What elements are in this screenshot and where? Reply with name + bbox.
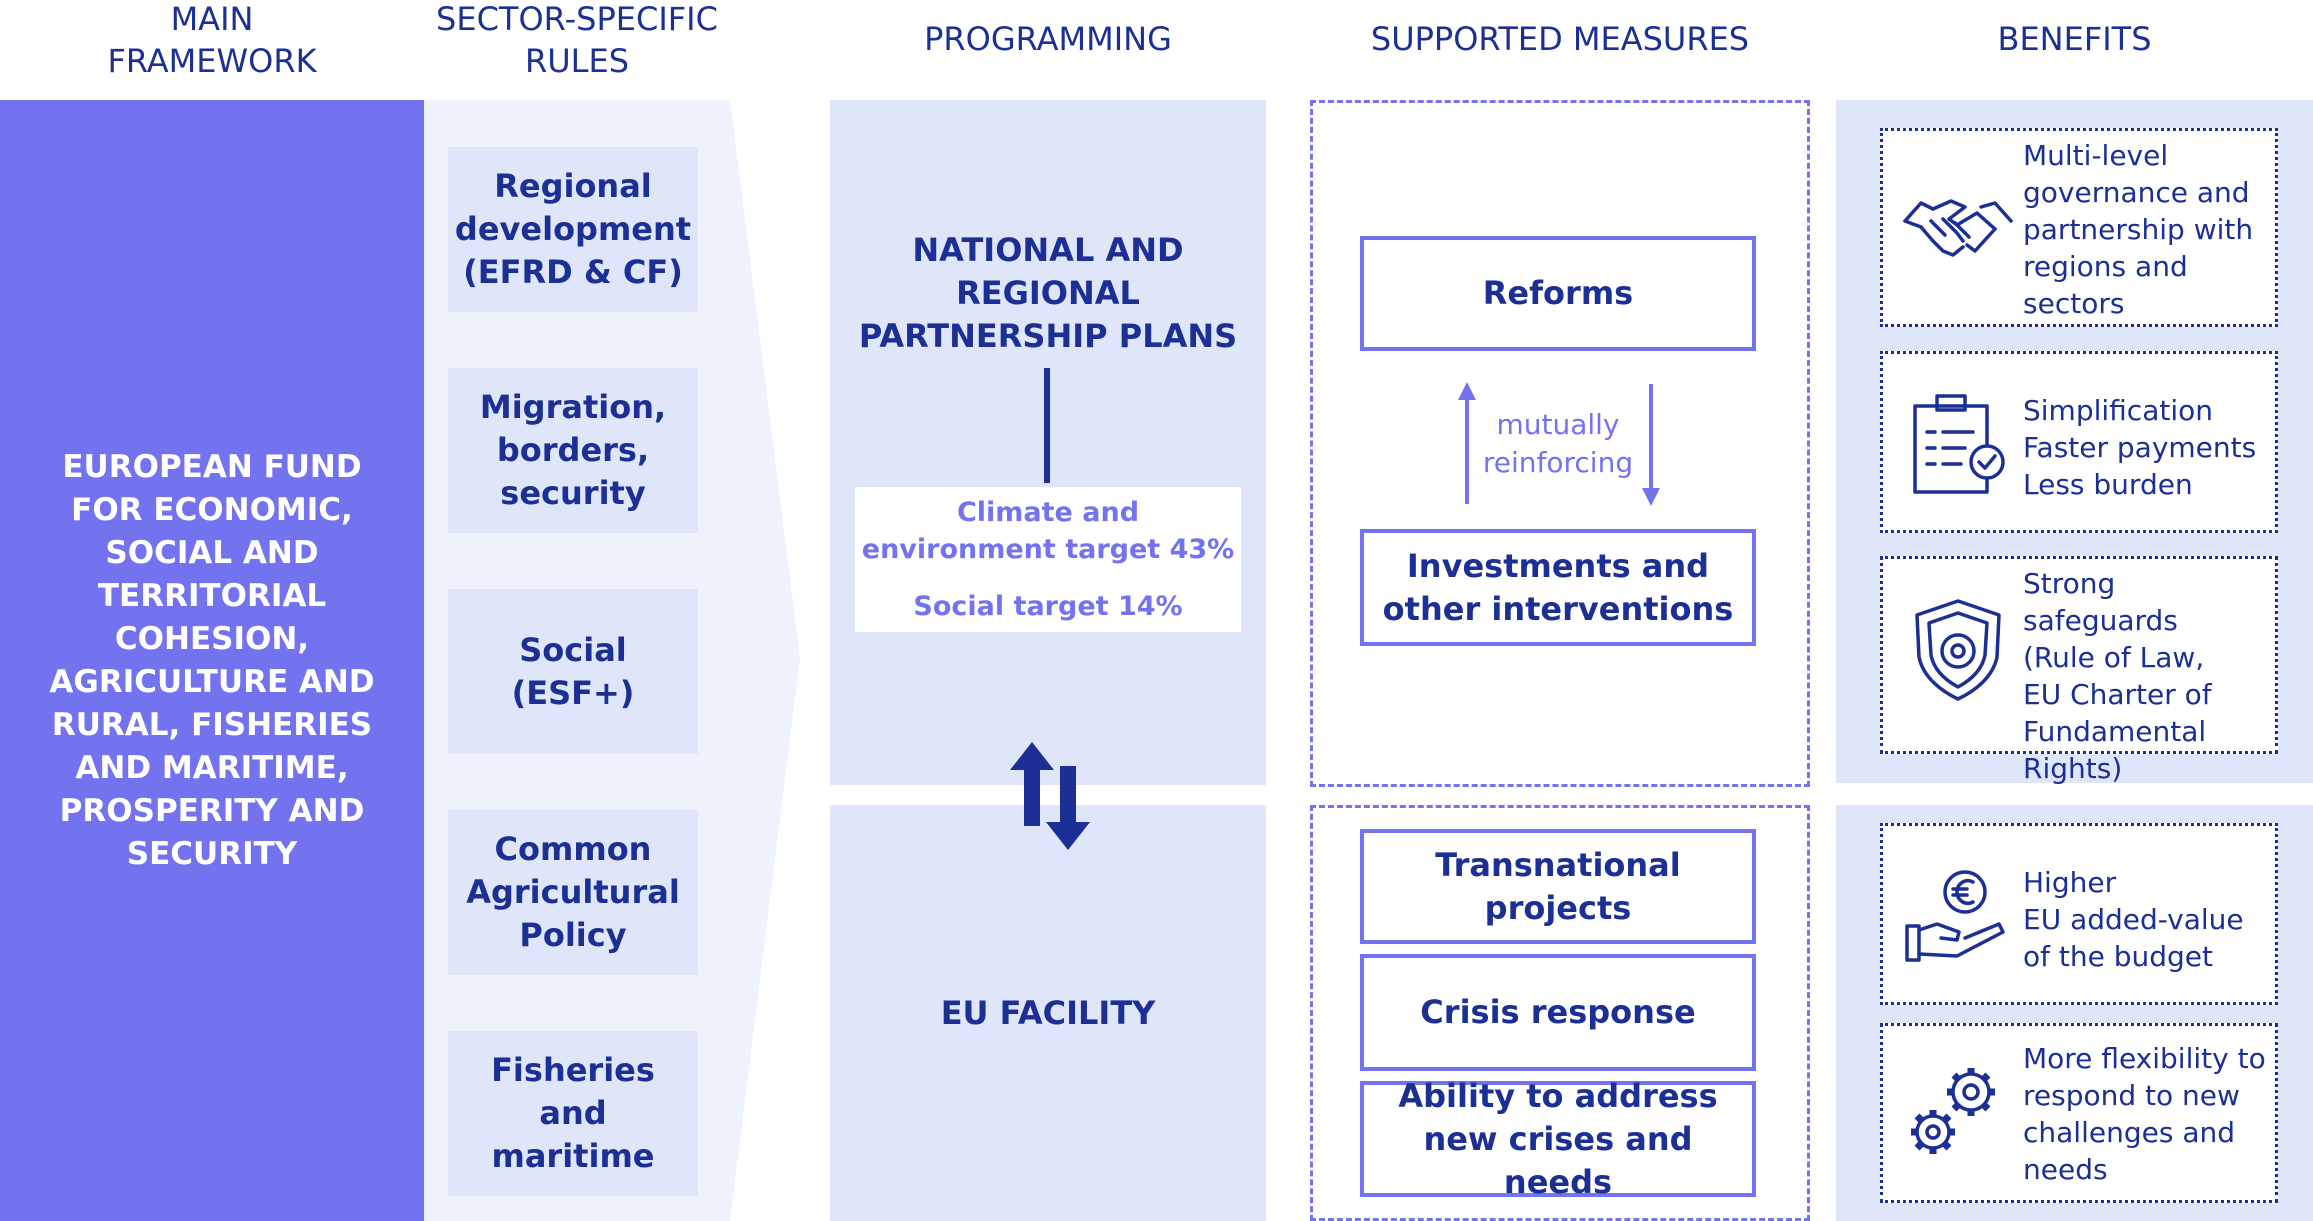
gears-icon (1911, 1068, 1995, 1154)
benefit-added-value-text: Higher EU added-value of the budget (2023, 866, 2244, 973)
national-measures-frame (1310, 100, 1810, 787)
header-sector-rules: SECTOR-SPECIFIC RULES (436, 0, 718, 80)
mutual-arrow-up-icon (1458, 382, 1476, 504)
eu-measures-frame (1310, 805, 1810, 1221)
benefit-governance: Multi-level governance and partnership w… (1880, 128, 2278, 327)
header-main-framework: MAIN FRAMEWORK (107, 0, 317, 80)
clipboard-check-icon (1913, 394, 2005, 494)
funnel-arrow (725, 100, 800, 1221)
exchange-arrows-icon (1010, 742, 1090, 850)
shield-icon (1915, 599, 2001, 701)
benefit-safeguards: Strong safeguards (Rule of Law, EU Chart… (1880, 556, 2278, 785)
eu-facility-panel: EU FACILITY (830, 805, 1266, 1221)
benefit-flexibility-text: More flexibility to respond to new chall… (2023, 1042, 2266, 1186)
sector-social: Social (ESF+) (448, 589, 698, 754)
plans-connector-line (1044, 368, 1050, 483)
handshake-icon (1903, 199, 2013, 257)
benefit-flexibility: More flexibility to respond to new chall… (1880, 1023, 2278, 1203)
header-benefits: BENEFITS (1997, 20, 2152, 58)
header-programming: PROGRAMMING (924, 20, 1172, 58)
targets-box: Climate and environment target 43% Socia… (855, 487, 1241, 632)
reforms-box: Reforms (1360, 236, 1756, 351)
sector-migration-borders-security: Migration, borders, security (448, 368, 698, 533)
main-framework-panel: EUROPEAN FUND FOR ECONOMIC, SOCIAL AND T… (0, 100, 424, 1221)
sector-common-agricultural-policy: Common Agricultural Policy (448, 810, 698, 975)
social-target: Social target 14% (913, 591, 1183, 622)
transnational-projects-box: Transnational projects (1360, 829, 1756, 944)
sector-fisheries-maritime: Fisheries and maritime (448, 1031, 698, 1196)
investments-box: Investments and other interventions (1360, 529, 1756, 646)
crisis-response-box: Crisis response (1360, 954, 1756, 1071)
benefit-governance-text: Multi-level governance and partnership w… (2023, 139, 2254, 320)
header-supported-measures: SUPPORTED MEASURES (1370, 20, 1750, 58)
address-new-crises-box: Ability to address new crises and needs (1360, 1077, 1756, 1201)
benefit-safeguards-text: Strong safeguards (Rule of Law, EU Chart… (2023, 567, 2212, 785)
eu-facility-title: EU FACILITY (940, 994, 1156, 1032)
partnership-plans-title: NATIONAL AND REGIONAL PARTNERSHIP PLANS (858, 230, 1238, 355)
mutually-reinforcing-label: mutually reinforcing (1482, 408, 1634, 479)
climate-target: Climate and environment target 43% (861, 497, 1235, 565)
benefit-simplification: Simplification Faster payments Less burd… (1880, 351, 2278, 533)
benefit-simplification-text: Simplification Faster payments Less burd… (2023, 394, 2257, 501)
mutual-arrow-down-icon (1642, 384, 1660, 506)
benefit-added-value: Higher EU added-value of the budget (1880, 823, 2278, 1005)
main-framework-text: EUROPEAN FUND FOR ECONOMIC, SOCIAL AND T… (49, 448, 375, 872)
hand-euro-icon (1905, 870, 2005, 962)
sector-regional-development: Regional development (EFRD & CF) (448, 147, 698, 312)
